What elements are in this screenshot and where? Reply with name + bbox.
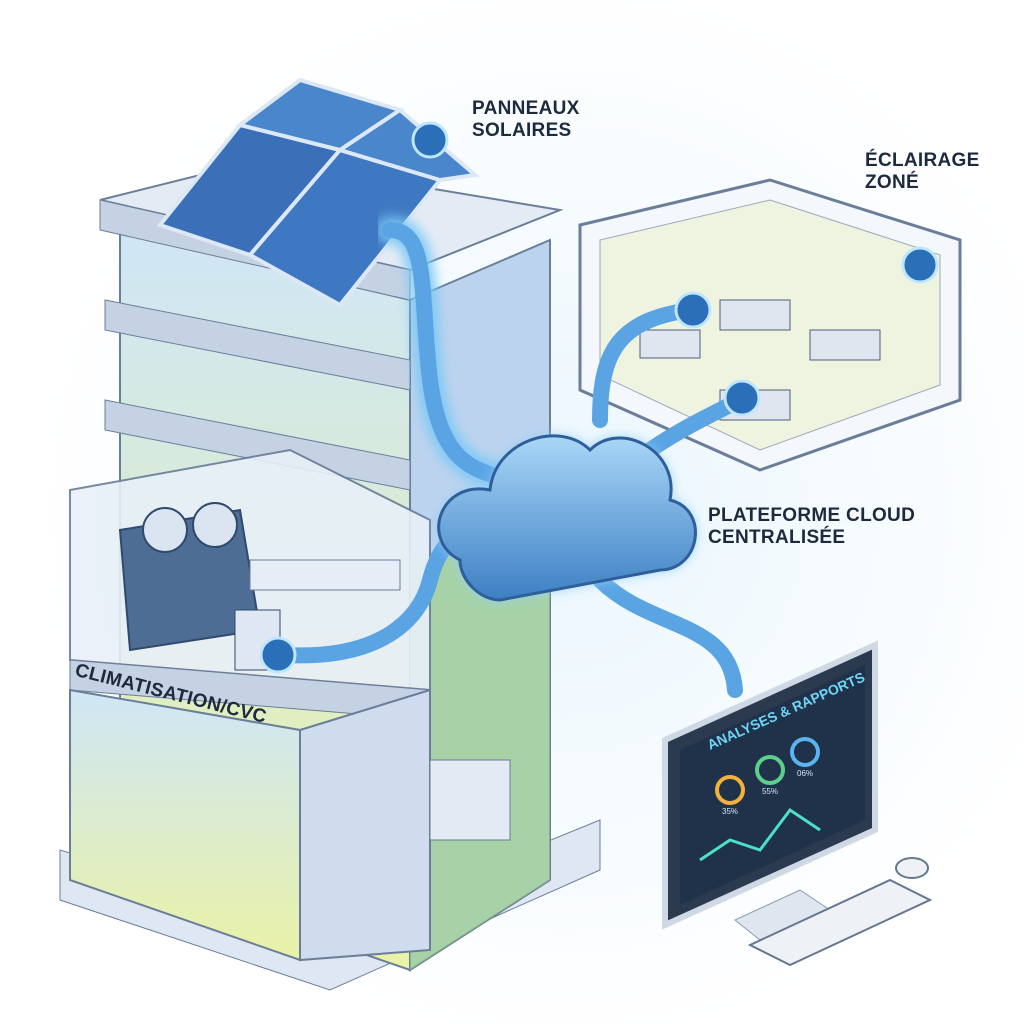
- air-conditioner-icon: [118, 502, 401, 671]
- label-line: PANNEAUX: [472, 98, 580, 119]
- office-room: [578, 178, 962, 472]
- label-zoned-lighting: ÉCLAIRAGE ZONÉ: [865, 150, 980, 194]
- wifi-icon: [411, 121, 449, 159]
- wifi-icons: [259, 121, 939, 674]
- wifi-icon: [259, 636, 297, 674]
- wifi-icon: [901, 246, 939, 284]
- label-solar-panels: PANNEAUX SOLAIRES: [472, 98, 580, 142]
- label-line: PLATEFORME CLOUD: [708, 505, 916, 526]
- gauge-value: 35%: [722, 807, 738, 816]
- gauge-value: 06%: [797, 769, 813, 778]
- mouse-icon: [895, 857, 929, 879]
- monitor-icon: ANALYSES & RAPPORTS 35% 55% 06%: [662, 640, 878, 941]
- label-line: ZONÉ: [865, 172, 919, 193]
- solar-panel-icon: [156, 77, 480, 308]
- label-line: SOLAIRES: [472, 120, 572, 141]
- label-cloud-platform: PLATEFORME CLOUD CENTRALISÉE: [708, 505, 915, 549]
- cloud-icon: [437, 434, 697, 602]
- label-line: CENTRALISÉE: [708, 527, 846, 548]
- wifi-icon: [723, 379, 761, 417]
- keyboard-icon: [747, 878, 933, 967]
- label-line: ÉCLAIRAGE: [865, 150, 980, 171]
- gauge-value: 55%: [762, 787, 778, 796]
- wifi-icon: [674, 291, 712, 329]
